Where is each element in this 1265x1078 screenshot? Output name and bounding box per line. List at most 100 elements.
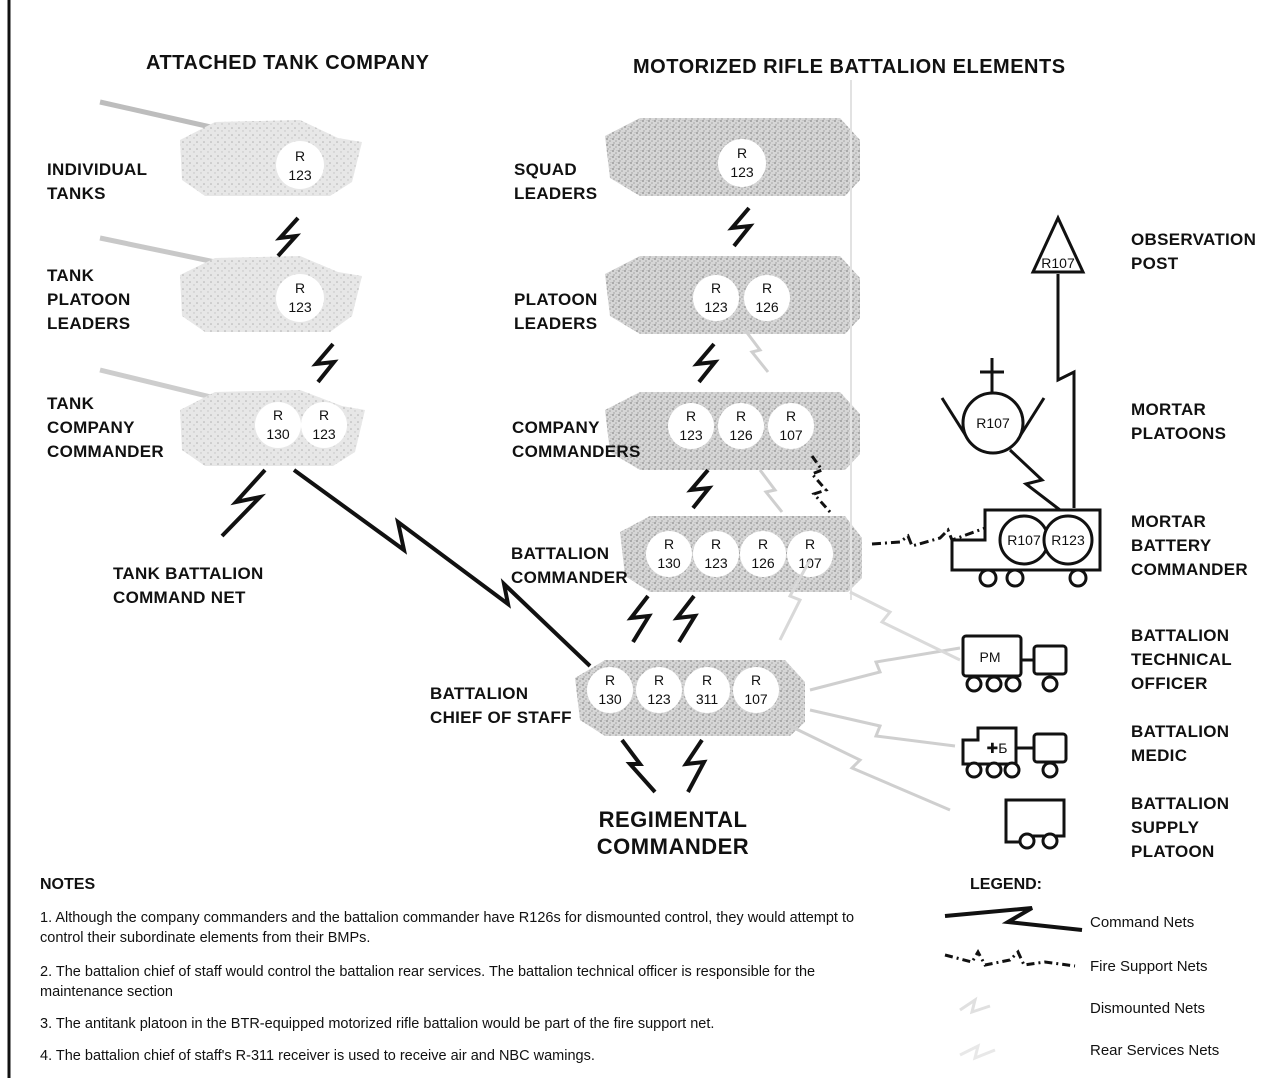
radio-126-label: 126: [729, 427, 753, 443]
command-net-zigzag: [681, 738, 708, 793]
radio-123-label: 123: [312, 426, 336, 442]
radio-123-label: 123: [704, 555, 728, 571]
radio-r-label: R: [751, 672, 761, 688]
header-motorized-rifle-battalion: MOTORIZED RIFLE BATTALION ELEMENTS: [633, 56, 1066, 78]
bmp-platoon-leader: R 123 R 126: [605, 256, 860, 334]
technical-officer-truck-icon: PM: [961, 634, 1068, 693]
radio-r-label: R: [737, 145, 747, 161]
radio-circle: [668, 403, 714, 449]
label-mortar-battery-commander: MORTAR BATTERY COMMANDER: [1131, 512, 1248, 579]
radio-107-label: 107: [744, 691, 768, 707]
mortar-platoon-symbol: R107: [940, 358, 1046, 455]
mortar-battery-vehicle: R107 R123: [950, 508, 1102, 588]
radio-circle: [636, 667, 682, 713]
radio-circle: [587, 667, 633, 713]
command-net-line: [1008, 448, 1061, 512]
radio-circle: [301, 402, 347, 448]
radio-r-label: R: [702, 672, 712, 688]
command-net-line: [1056, 274, 1076, 508]
radio-130-label: 130: [266, 426, 290, 442]
radio-r-label: R: [273, 407, 283, 423]
label-individual-tanks: INDIVIDUAL TANKS: [47, 160, 148, 203]
note-item: 2. The battalion chief of staff would co…: [40, 964, 816, 1000]
radio-126-label: 126: [751, 555, 775, 571]
radio-circle: [255, 402, 301, 448]
radio-r-label: R: [736, 408, 746, 424]
label-battalion-supply-platoon: BATTALION SUPPLY PLATOON: [1131, 794, 1230, 861]
radio-r-label: R: [711, 280, 721, 296]
observation-post-symbol: R107: [1030, 214, 1086, 274]
radio-r-label: R: [605, 672, 615, 688]
command-net-zigzag: [692, 342, 720, 384]
battery-radio-2-label: R123: [1051, 532, 1085, 548]
legend-item-command-nets: Command Nets: [1090, 914, 1195, 931]
mortar-platoon-radio-label: R107: [976, 415, 1010, 431]
legend-dismounted-symbol: [959, 996, 991, 1015]
note-item: 1. Although the company commanders and t…: [40, 910, 855, 946]
radio-circle: [718, 403, 764, 449]
label-observation-post: OBSERVATION POST: [1131, 230, 1257, 273]
radio-107-label: 107: [798, 555, 822, 571]
radio-r-label: R: [686, 408, 696, 424]
radio-r-label: R: [711, 536, 721, 552]
dismounted-net: [758, 469, 784, 513]
radio-126-label: 126: [755, 299, 779, 315]
radio-r-label: R: [805, 536, 815, 552]
radio-r-label: R: [295, 280, 305, 296]
radio-circle: [276, 141, 324, 189]
bmp-company-commander: R 123 R 126 R 107: [605, 392, 860, 470]
rear-services-net: [809, 708, 956, 748]
radio-123-label: 123: [704, 299, 728, 315]
radio-circle: [768, 403, 814, 449]
command-net-zigzag: [686, 468, 714, 510]
label-battalion-commander: BATTALION COMMANDER: [511, 544, 628, 587]
command-net-zigzag: [672, 594, 699, 644]
command-net-zigzag: [311, 342, 339, 384]
label-battalion-medic: BATTALION MEDIC: [1131, 722, 1230, 765]
command-net-zigzag: [274, 216, 302, 258]
rear-services-net: [809, 646, 961, 692]
legend-title: LEGEND:: [970, 876, 1042, 893]
command-net-zigzag: [727, 206, 755, 248]
radio-r-label: R: [786, 408, 796, 424]
tank-company-commander: R 130 R 123: [99, 367, 365, 466]
radio-r-label: R: [319, 407, 329, 423]
rear-services-net: [789, 724, 951, 812]
label-tank-company-commander: TANK COMPANY COMMANDER: [47, 394, 164, 461]
radio-130-label: 130: [598, 691, 622, 707]
legend-command-net-symbol: [944, 906, 1083, 932]
radio-circle: [646, 531, 692, 577]
radio-123-label: 123: [679, 427, 703, 443]
battery-radio-1-label: R107: [1007, 532, 1041, 548]
command-net-zigzag: [620, 738, 657, 794]
command-net-zigzag: [292, 468, 592, 668]
radio-311-label: 311: [696, 691, 719, 707]
label-battalion-technical-officer: BATTALION TECHNICAL OFFICER: [1131, 626, 1232, 693]
tank-individual: R 123: [99, 99, 362, 196]
label-company-commanders: COMPANY COMMANDERS: [512, 418, 641, 461]
legend-item-rear-services-nets: Rear Services Nets: [1090, 1042, 1220, 1059]
radio-107-label: 107: [779, 427, 803, 443]
radio-r-label: R: [762, 280, 772, 296]
radio-123-label: 123: [288, 299, 312, 315]
legend-item-dismounted-nets: Dismounted Nets: [1090, 1000, 1206, 1017]
radio-circle: [733, 667, 779, 713]
note-item: 4. The battalion chief of staff's R-311 …: [40, 1048, 595, 1064]
label-platoon-leaders: PLATOON LEADERS: [514, 290, 598, 333]
dismounted-net: [743, 329, 770, 373]
radio-r-label: R: [758, 536, 768, 552]
fire-support-net: [809, 455, 832, 513]
radio-circle: [684, 667, 730, 713]
radio-r-label: R: [654, 672, 664, 688]
notes-title: NOTES: [40, 876, 96, 893]
radio-circle: [787, 531, 833, 577]
header-attached-tank-company: ATTACHED TANK COMPANY: [146, 52, 430, 74]
command-net-zigzag: [626, 594, 653, 644]
medic-vehicle-icon: ✚Б: [961, 726, 1068, 779]
rear-services-net: [778, 559, 812, 641]
radio-circle: [276, 274, 324, 322]
label-tank-platoon-leaders: TANK PLATOON LEADERS: [47, 266, 131, 333]
radio-circle: [718, 139, 766, 187]
radio-r-label: R: [295, 148, 305, 164]
